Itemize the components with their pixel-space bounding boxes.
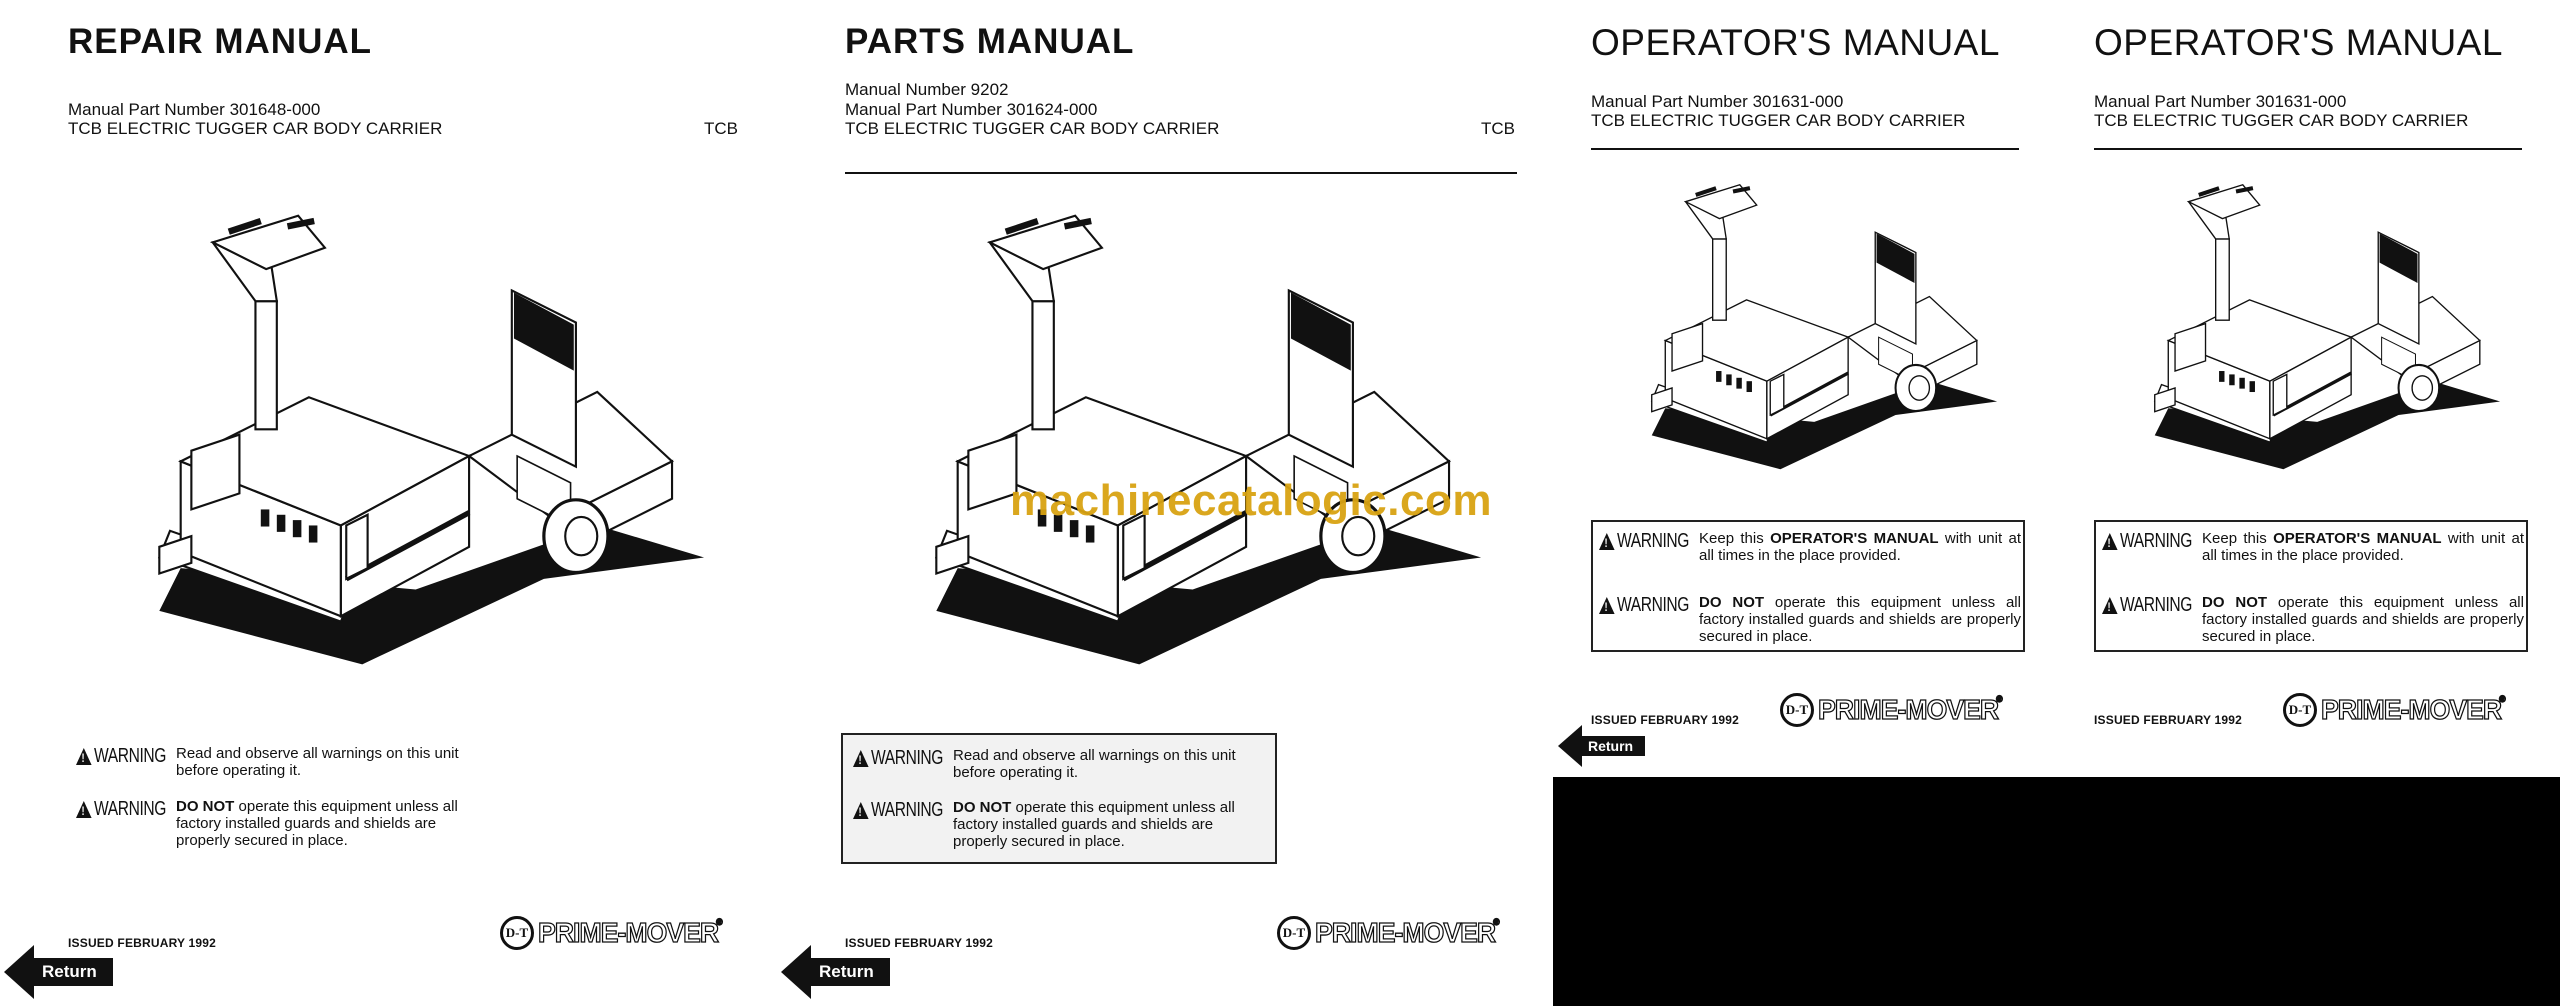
prime-mover-logo: D-T PRIME-MOVER® bbox=[1780, 693, 2011, 727]
manual-subject: TCB ELECTRIC TUGGER CAR BODY CARRIER bbox=[68, 119, 443, 138]
issued-date: ISSUED FEBRUARY 1992 bbox=[845, 936, 994, 950]
warning-text: Keep this OPERATOR'S MANUAL with unit at… bbox=[2202, 530, 2524, 564]
manual-part-number: Manual Part Number 301624-000 bbox=[845, 100, 1098, 119]
return-button[interactable]: Return bbox=[1558, 725, 1646, 767]
page-title: PARTS MANUAL bbox=[845, 22, 1135, 61]
return-button[interactable]: Return bbox=[781, 945, 890, 999]
prime-mover-logo: D-T PRIME-MOVER® bbox=[500, 916, 731, 950]
manual-subject: TCB ELECTRIC TUGGER CAR BODY CARRIER bbox=[845, 119, 1220, 138]
manual-part-number: Manual Part Number 301631-000 bbox=[1591, 92, 1844, 111]
warning-text: DO NOT operate this equipment unless all… bbox=[2202, 594, 2524, 645]
prime-mover-logo: D-T PRIME-MOVER® bbox=[1277, 916, 1508, 950]
warning-icon: WARNING bbox=[2102, 530, 2192, 553]
page-title: OPERATOR'S MANUAL bbox=[1591, 22, 2000, 63]
warning-row: WARNING DO NOT operate this equipment un… bbox=[853, 799, 1253, 850]
issued-date: ISSUED FEBRUARY 1992 bbox=[1591, 713, 1740, 727]
warning-icon: WARNING bbox=[853, 747, 943, 770]
manual-number: Manual Number 9202 bbox=[845, 80, 1009, 99]
warning-row: WARNING Read and observe all warnings on… bbox=[76, 745, 466, 779]
warning-row: WARNING DO NOT operate this equipment un… bbox=[1599, 594, 2021, 645]
warning-icon: WARNING bbox=[853, 799, 943, 822]
tugger-illustration bbox=[2108, 178, 2513, 476]
page-title: OPERATOR'S MANUAL bbox=[2094, 22, 2503, 63]
manual-part-number: Manual Part Number 301648-000 bbox=[68, 100, 321, 119]
warning-icon: WARNING bbox=[2102, 594, 2192, 617]
blank-black-area bbox=[1553, 777, 2560, 1006]
back-arrow-icon bbox=[4, 945, 34, 999]
dt-monogram: D-T bbox=[2283, 693, 2317, 727]
warning-row: WARNING Read and observe all warnings on… bbox=[853, 747, 1243, 781]
dt-monogram: D-T bbox=[1780, 693, 1814, 727]
watermark-text: machinecatalogic.com bbox=[1010, 476, 1492, 525]
warning-box: WARNING Keep this OPERATOR'S MANUAL with… bbox=[2094, 520, 2528, 652]
warning-text: Read and observe all warnings on this un… bbox=[953, 747, 1236, 781]
divider bbox=[1591, 148, 2019, 150]
back-arrow-icon bbox=[1558, 725, 1582, 767]
dt-monogram: D-T bbox=[500, 916, 534, 950]
prime-mover-logo: D-T PRIME-MOVER® bbox=[2283, 693, 2514, 727]
warning-icon: WARNING bbox=[1599, 530, 1689, 553]
warning-text: Read and observe all warnings on this un… bbox=[176, 745, 459, 779]
issued-date: ISSUED FEBRUARY 1992 bbox=[68, 936, 217, 950]
manual-part-number: Manual Part Number 301631-000 bbox=[2094, 92, 2347, 111]
page-title: REPAIR MANUAL bbox=[68, 22, 373, 61]
warning-row: WARNING Keep this OPERATOR'S MANUAL with… bbox=[2102, 530, 2524, 564]
warning-text: DO NOT operate this equipment unless all… bbox=[953, 799, 1235, 850]
warning-row: WARNING DO NOT operate this equipment un… bbox=[2102, 594, 2524, 645]
manual-subject: TCB ELECTRIC TUGGER CAR BODY CARRIER bbox=[2094, 111, 2469, 130]
warning-icon: WARNING bbox=[1599, 594, 1689, 617]
warning-row: WARNING DO NOT operate this equipment un… bbox=[76, 798, 476, 849]
warning-text: DO NOT operate this equipment unless all… bbox=[176, 798, 458, 849]
warning-text: DO NOT operate this equipment unless all… bbox=[1699, 594, 2021, 645]
warning-row: WARNING Keep this OPERATOR'S MANUAL with… bbox=[1599, 530, 2021, 564]
tugger-illustration bbox=[1605, 178, 2010, 476]
tugger-illustration bbox=[862, 205, 1502, 675]
warning-icon: WARNING bbox=[76, 745, 166, 768]
manual-code: TCB bbox=[704, 119, 738, 138]
warning-icon: WARNING bbox=[76, 798, 166, 821]
divider bbox=[2094, 148, 2522, 150]
manual-code: TCB bbox=[1481, 119, 1515, 138]
back-arrow-icon bbox=[781, 945, 811, 999]
dt-monogram: D-T bbox=[1277, 916, 1311, 950]
tugger-illustration bbox=[85, 205, 725, 675]
return-button[interactable]: Return bbox=[4, 945, 113, 999]
manual-subject: TCB ELECTRIC TUGGER CAR BODY CARRIER bbox=[1591, 111, 1966, 130]
warning-box: WARNING Read and observe all warnings on… bbox=[841, 733, 1277, 864]
issued-date: ISSUED FEBRUARY 1992 bbox=[2094, 713, 2243, 727]
divider bbox=[845, 172, 1517, 174]
warning-box: WARNING Keep this OPERATOR'S MANUAL with… bbox=[1591, 520, 2025, 652]
warning-text: Keep this OPERATOR'S MANUAL with unit at… bbox=[1699, 530, 2021, 564]
